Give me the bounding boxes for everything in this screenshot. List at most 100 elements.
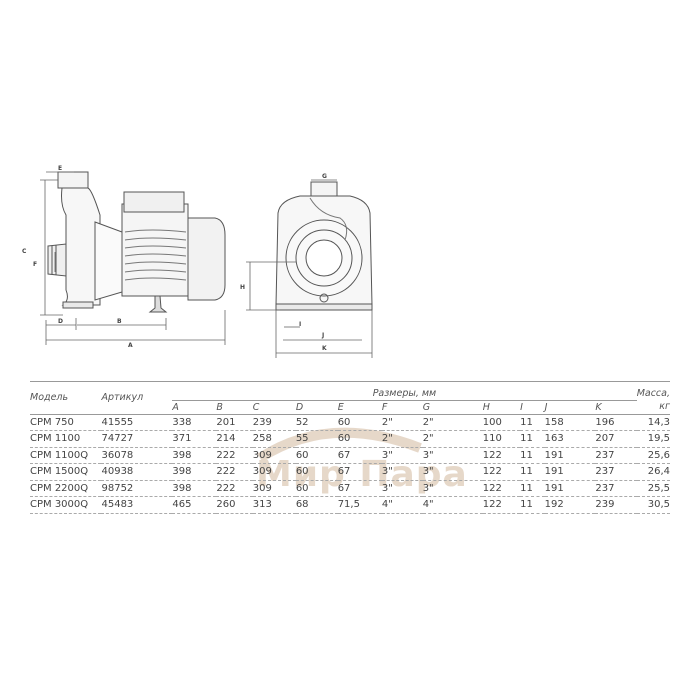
specs-table: Модель Артикул Размеры, мм Масса, A B C … — [30, 381, 670, 514]
cell-dim-d: 68 — [295, 496, 338, 514]
cell-article: 36078 — [101, 447, 173, 464]
cell-dim-c: 309 — [252, 463, 296, 481]
cell-dim-f: 3" — [381, 463, 423, 481]
cell-dim-e: 67 — [337, 480, 382, 497]
cell-dim-g: 4" — [422, 496, 483, 514]
label-g: G — [322, 173, 327, 180]
cell-model: CPM 750 — [30, 414, 102, 431]
header-model: Модель — [30, 392, 69, 404]
cell-mass: 19,5 — [636, 430, 670, 448]
cell-dim-c: 258 — [252, 430, 296, 448]
cell-dim-b: 222 — [216, 463, 253, 481]
label-a: A — [128, 342, 133, 349]
cell-dim-f: 2" — [381, 430, 423, 448]
cell-dim-a: 398 — [172, 463, 217, 481]
label-f: F — [33, 261, 37, 268]
cell-dim-j: 191 — [544, 463, 596, 481]
table-row: CPM 1100 74727 371 214 258 55 60 2" 2" 1… — [30, 430, 670, 448]
cell-mass: 30,5 — [636, 496, 670, 514]
cell-dim-h: 110 — [482, 430, 521, 448]
cell-dim-d: 60 — [295, 463, 338, 481]
cell-mass: 25,6 — [636, 447, 670, 464]
cell-dim-e: 71,5 — [337, 496, 382, 514]
label-j: J — [321, 332, 324, 339]
header-article: Артикул — [101, 392, 144, 404]
cell-dim-h: 122 — [482, 463, 521, 481]
header-mass-line2: кг — [659, 400, 670, 412]
cell-dim-j: 191 — [544, 480, 596, 497]
label-b: B — [117, 318, 122, 325]
cell-dim-k: 239 — [595, 496, 637, 514]
cell-dim-i: 11 — [520, 496, 545, 514]
table-row: CPM 2200Q 98752 398 222 309 60 67 3" 3" … — [30, 480, 670, 497]
cell-article: 41555 — [101, 414, 173, 431]
cell-dim-h: 100 — [482, 414, 521, 431]
header-dim-c: C — [252, 401, 260, 413]
cell-mass: 26,4 — [636, 463, 670, 481]
cell-dim-g: 3" — [422, 463, 483, 481]
cell-article: 40938 — [101, 463, 173, 481]
cell-dim-k: 237 — [595, 447, 637, 464]
cell-dim-i: 11 — [520, 463, 545, 481]
header-dim-i: I — [520, 401, 523, 413]
cell-dim-k: 207 — [595, 430, 637, 448]
cell-dim-c: 309 — [252, 480, 296, 497]
cell-dim-k: 237 — [595, 480, 637, 497]
cell-dim-j: 191 — [544, 447, 596, 464]
pump-dimension-drawing: E C F D B A G H I — [22, 165, 373, 358]
header-dim-k: K — [595, 401, 602, 413]
cell-dim-a: 398 — [172, 480, 217, 497]
label-k: K — [322, 345, 327, 352]
cell-dim-i: 11 — [520, 430, 545, 448]
cell-model: CPM 1100Q — [30, 447, 102, 464]
cell-mass: 25,5 — [636, 480, 670, 497]
header-dim-b: B — [216, 401, 223, 413]
cell-model: CPM 2200Q — [30, 480, 102, 497]
cell-dim-b: 222 — [216, 447, 253, 464]
pump-side-view: E C F D B A — [22, 165, 226, 349]
cell-dim-d: 55 — [295, 430, 338, 448]
cell-dim-e: 67 — [337, 463, 382, 481]
cell-dim-h: 122 — [482, 496, 521, 514]
cell-dim-h: 122 — [482, 447, 521, 464]
cell-dim-b: 214 — [216, 430, 253, 448]
header-mass-line1: Масса, — [636, 387, 670, 399]
cell-dim-f: 3" — [381, 447, 423, 464]
cell-dim-d: 60 — [295, 480, 338, 497]
label-h: H — [240, 284, 245, 291]
cell-dim-i: 11 — [520, 414, 545, 431]
cell-dim-j: 163 — [544, 430, 596, 448]
cell-dim-f: 4" — [381, 496, 423, 514]
table-row: CPM 1500Q 40938 398 222 309 60 67 3" 3" … — [30, 463, 670, 481]
table-row: CPM 750 41555 338 201 239 52 60 2" 2" 10… — [30, 414, 670, 431]
cell-article: 74727 — [101, 430, 173, 448]
cell-dim-j: 192 — [544, 496, 596, 514]
cell-article: 98752 — [101, 480, 173, 497]
table-row: CPM 1100Q 36078 398 222 309 60 67 3" 3" … — [30, 447, 670, 464]
header-dim-g: G — [422, 401, 431, 413]
header-dimensions: Размеры, мм — [172, 381, 637, 401]
cell-dim-a: 465 — [172, 496, 217, 514]
cell-dim-a: 338 — [172, 414, 217, 431]
cell-dim-c: 309 — [252, 447, 296, 464]
cell-dim-a: 371 — [172, 430, 217, 448]
cell-dim-c: 239 — [252, 414, 296, 431]
header-dim-e: E — [337, 401, 344, 413]
cell-dim-k: 196 — [595, 414, 637, 431]
cell-dim-k: 237 — [595, 463, 637, 481]
cell-dim-g: 2" — [422, 430, 483, 448]
cell-dim-b: 260 — [216, 496, 253, 514]
cell-model: CPM 3000Q — [30, 496, 102, 514]
header-dim-j: J — [544, 401, 548, 413]
cell-dim-e: 67 — [337, 447, 382, 464]
cell-dim-i: 11 — [520, 447, 545, 464]
label-i: I — [299, 321, 301, 328]
cell-dim-i: 11 — [520, 480, 545, 497]
header-dim-a: A — [172, 401, 179, 413]
cell-model: CPM 1500Q — [30, 463, 102, 481]
cell-article: 45483 — [101, 496, 173, 514]
cell-dim-f: 3" — [381, 480, 423, 497]
cell-dim-e: 60 — [337, 414, 382, 431]
table-row: CPM 3000Q 45483 465 260 313 68 71,5 4" 4… — [30, 496, 670, 514]
specs-table-container: Модель Артикул Размеры, мм Масса, A B C … — [30, 381, 670, 514]
